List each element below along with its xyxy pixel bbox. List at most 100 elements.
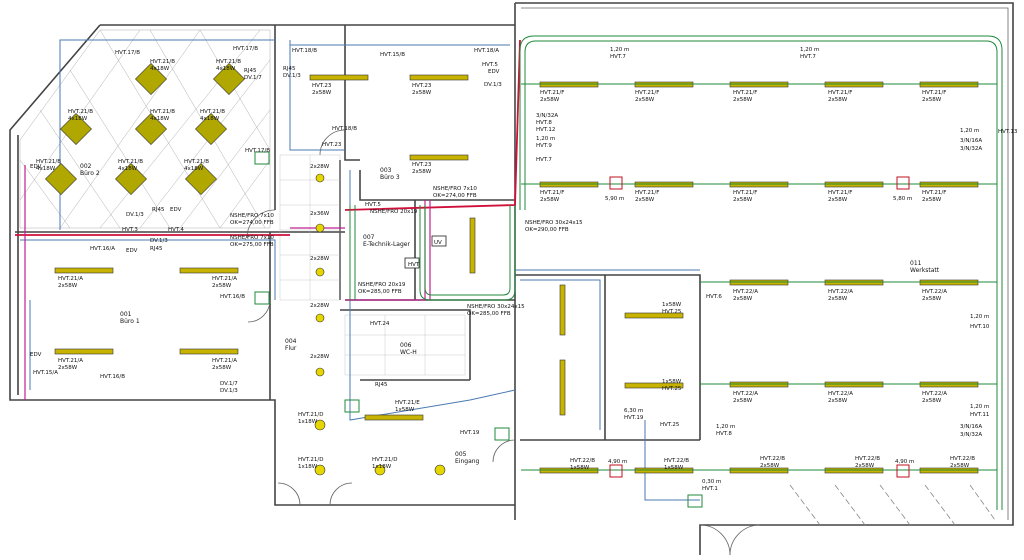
plan-label: HVT.19 [624, 415, 644, 421]
room-011-name: Werkstatt [910, 267, 940, 274]
plan-label: HVT.18/A [474, 48, 499, 54]
plan-label: 2x58W [733, 197, 753, 203]
plan-label: 1x18W [372, 464, 392, 470]
room-005-id: 005 [455, 451, 467, 458]
plan-label: HVT.19 [460, 430, 480, 436]
plan-label: HVT.21/B [68, 109, 93, 115]
plan-label: EDV [30, 352, 42, 358]
plan-label: 4,90 m [608, 459, 627, 465]
plan-label: 2x58W [828, 197, 848, 203]
plan-label: 3/N/32A [960, 146, 982, 152]
plan-label: HVT.4 [168, 227, 184, 233]
plan-label: 1,20 m [800, 47, 819, 53]
plan-label: DV.1/3 [283, 73, 301, 79]
plan-label: HVT.21/F [828, 90, 852, 96]
room-003-name: Büro 3 [380, 174, 400, 181]
plan-label: RJ45 [244, 68, 257, 74]
plan-label: HVT.18/B [332, 126, 357, 132]
plan-label: 2x58W [540, 197, 560, 203]
plan-label: 1x58W [662, 302, 682, 308]
plan-label: HVT.3 [122, 227, 138, 233]
plan-label: NSHE/FRO 7x10 [230, 213, 274, 219]
plan-label: HVT.21/B [184, 159, 209, 165]
plan-label: HVT.1 [702, 486, 718, 492]
plan-label: 3/N/16A [960, 138, 982, 144]
plan-label: HVT.5 [365, 202, 381, 208]
plan-label: NSHE/FRO 30x24x15 [525, 220, 583, 226]
plan-label: RJ45 [152, 207, 165, 213]
plan-label: 1,20 m [960, 128, 979, 134]
plan-label: 3/N/16A [960, 424, 982, 430]
room-001-name: Büro 1 [120, 318, 140, 325]
plan-label: HVT.22/A [922, 391, 947, 397]
plan-label: OK=274,00 FFB [433, 193, 477, 199]
plan-label: 2x58W [635, 197, 655, 203]
plan-label: HVT.12 [536, 127, 555, 133]
plan-label: HVT.16/B [220, 294, 245, 300]
plan-label: HVT.22/A [828, 289, 853, 295]
plan-label: 2x58W [212, 365, 232, 371]
plan-label: 1x18W [298, 464, 318, 470]
plan-label: HVT.24 [370, 321, 390, 327]
room-002-name: Büro 2 [80, 170, 100, 177]
plan-label: 2x58W [922, 296, 942, 302]
tile-grid-buero-2 [19, 29, 271, 229]
plan-label: HVT.21/D [372, 457, 397, 463]
plan-label: 4x18W [118, 166, 138, 172]
plan-label: HVT.7 [800, 54, 816, 60]
plan-label: DV.1/3 [126, 212, 144, 218]
plan-label: 4x18W [216, 66, 236, 72]
plan-label: 2x58W [733, 97, 753, 103]
plan-label: OK=285,00 FFB [358, 289, 402, 295]
plan-label: 2x58W [733, 296, 753, 302]
room-001-id: 001 [120, 311, 132, 318]
plan-label: HVT.22/A [733, 391, 758, 397]
plan-label: DV.1/7 [220, 381, 238, 387]
plan-label: 2x58W [58, 365, 78, 371]
plan-label: 2x58W [760, 463, 780, 469]
plan-label: 1,20 m [610, 47, 629, 53]
plan-label: 2x58W [828, 296, 848, 302]
plan-label: HVT.21/F [922, 190, 946, 196]
plan-label: 2x58W [212, 283, 232, 289]
plan-label: 2x28W [310, 256, 330, 262]
plan-label: HVT.17/B [233, 46, 258, 52]
plan-label: 2x28W [310, 164, 330, 170]
plan-label: HVT.25 [662, 386, 682, 392]
plan-label: 2x58W [855, 463, 875, 469]
plan-label: 4x18W [68, 116, 88, 122]
plan-label: HVT.10 [970, 324, 990, 330]
plan-label: HVT.22/A [922, 289, 947, 295]
plan-label: 2x58W [412, 90, 432, 96]
plan-label: HVT.21/F [922, 90, 946, 96]
plan-label: HVT.21/F [635, 190, 659, 196]
plan-label: HVT.21/B [150, 59, 175, 65]
plan-label: HVT.21/F [828, 190, 852, 196]
plan-label: NSHE/FRO 7x10 [433, 186, 477, 192]
plan-label: RJ45 [283, 66, 296, 72]
plan-label: HVT.21/E [395, 400, 420, 406]
plan-label: 2x28W [310, 303, 330, 309]
plan-label: 4x18W [184, 166, 204, 172]
plan-label: 4x18W [150, 116, 170, 122]
plan-label: HVT.21/D [298, 457, 323, 463]
room-003-id: 003 [380, 167, 392, 174]
plan-label: EDV [126, 248, 138, 254]
plan-label: HVT.23 [412, 162, 432, 168]
plan-label: HVT.22/B [950, 456, 975, 462]
room-011-id: 011 [910, 260, 922, 267]
plan-label: 4,90 m [895, 459, 914, 465]
plan-label: 2x58W [312, 90, 332, 96]
plan-label: HVT.21/F [540, 190, 564, 196]
plan-label: 2x58W [828, 398, 848, 404]
plan-label: NSHE/FRO 20x19 [358, 282, 406, 288]
plan-label: 1x58W [395, 407, 415, 413]
plan-label: OK=290,00 FFB [525, 227, 569, 233]
plan-label: HVT.22/A [733, 289, 758, 295]
plan-label: HVT.22/A [828, 391, 853, 397]
plan-label: HVT.22/B [760, 456, 785, 462]
plan-label: HVT.7 [610, 54, 626, 60]
room-labels: 002 Büro 2 003 Büro 3 001 Büro 1 004 Flu… [80, 163, 940, 465]
plan-label: OK=285,00 FFB [467, 311, 511, 317]
plan-label: 6,30 m [624, 408, 643, 414]
